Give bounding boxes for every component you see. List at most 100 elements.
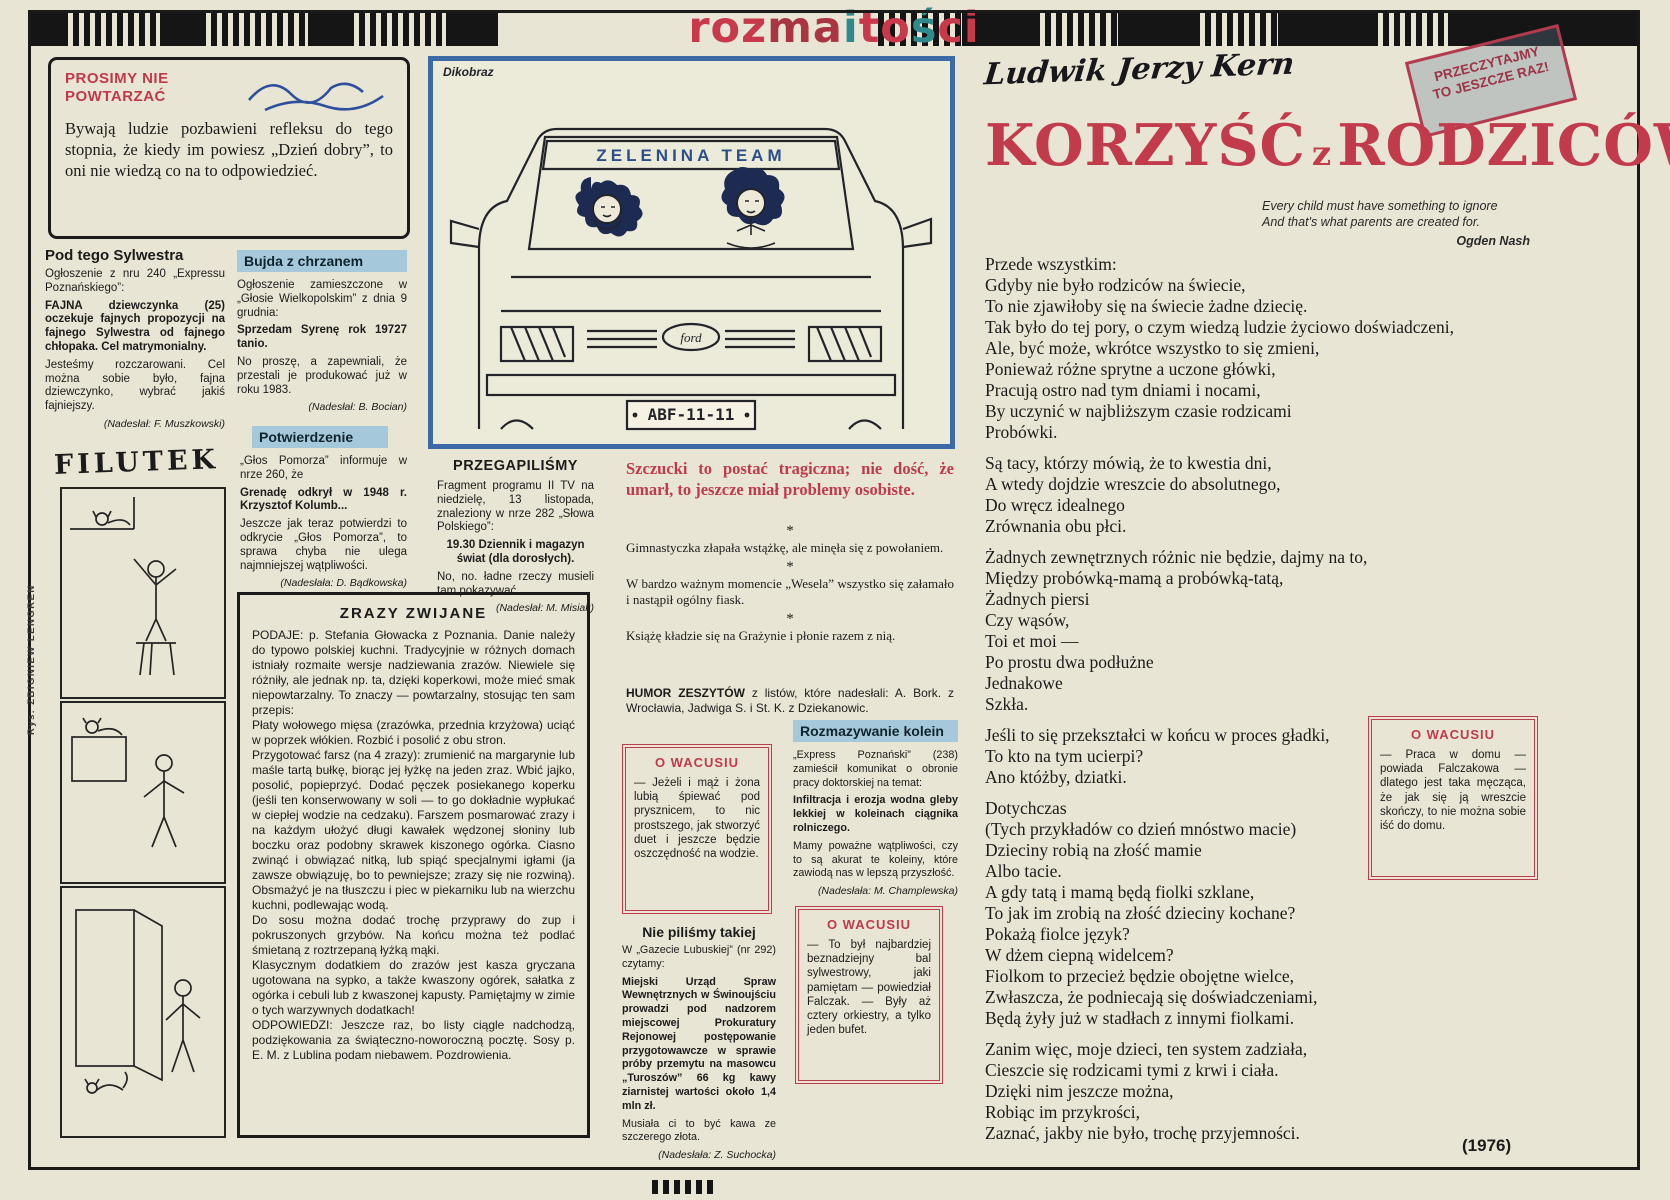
humor-item: Książę kładzie się na Grażynie i płonie …	[626, 612, 954, 644]
masthead-letter: o	[710, 3, 742, 53]
poem-line: Ano któżby, dziatki.	[985, 767, 1127, 787]
article-title: KORZYŚĆzRODZICÓW	[985, 112, 1670, 179]
pod-tego-credit: (Nadesłał: F. Muszkowski)	[103, 417, 225, 430]
szczucki-blurb: Szczucki to postać tragiczna; nie dość, …	[626, 459, 954, 499]
potwierdzenie-section: Potwierdzenie „Głos Pomorza” informuje w…	[240, 426, 407, 589]
poem-line: Dzieciny robią na złość mamie	[985, 840, 1202, 860]
poem: Przede wszystkim:Gdyby nie było rodziców…	[985, 254, 1545, 1144]
cartoon-frame: Dikobraz	[428, 56, 955, 449]
wacusiu-box-3: O WACUSIU — Praca w domu — powiada Falcz…	[1368, 716, 1538, 880]
poem-line: Są tacy, którzy mówią, że to kwestia dni…	[985, 453, 1272, 473]
humor-item: Gimnastyczka złapała wstążkę, ale minęła…	[626, 524, 954, 556]
barcode-stripes	[354, 10, 446, 46]
masthead-letter: ś	[910, 3, 938, 53]
zrazy-body: PODAJE: p. Stefania Głowacka z Poznania.…	[252, 628, 575, 1062]
rozmazywanie-section: Rozmazywanie kolein „Express Poznański” …	[793, 720, 958, 897]
ford-badge: ford	[680, 330, 702, 345]
poem-line: Zaznać, jakby nie było, trochę przyjemno…	[985, 1123, 1300, 1143]
wacusiu-body: — To był najbardziej beznadziejny bal sy…	[807, 939, 931, 1037]
article-title-part: z	[1311, 134, 1332, 174]
bujda-paragraph: Ogłoszenie zamieszczone w „Głosie Wielko…	[237, 279, 407, 319]
poem-line: Jednakowe	[985, 673, 1063, 693]
masthead-letter: i	[963, 3, 980, 53]
poem-line: W dżem ciepną widelcem?	[985, 945, 1174, 965]
nie-pilismy-paragraph: Musiała ci to być kawa ze szczerego złot…	[622, 1117, 776, 1144]
epigraph: Every child must have something to ignor…	[1262, 198, 1530, 249]
zrazy-box: ZRAZY ZWIJANE PODAJE: p. Stefania Głowac…	[237, 592, 590, 1138]
poem-line: A gdy tatą i mamą będą fiolki szklane,	[985, 882, 1255, 902]
rozmazywanie-credit: (Nadesłała: M. Champlewska)	[817, 885, 958, 898]
poem-line: Albo tacie.	[985, 861, 1062, 881]
epigraph-line: And that's what parents are created for.	[1262, 215, 1481, 229]
comic-artist-credit: Rys. ZBIGNIEW LENGREN	[26, 584, 37, 735]
year-label: (1976)	[1462, 1136, 1512, 1155]
masthead-title: rozmaitości	[28, 3, 1640, 53]
poem-line: Zwłaszcza, że podniecają się doświadczen…	[985, 987, 1318, 1007]
poem-line: Gdyby nie było rodziców na świecie,	[985, 275, 1246, 295]
masthead-letter: m	[767, 3, 813, 53]
pod-tego-section: Pod tego Sylwestra Ogłoszenie z nru 240 …	[45, 247, 225, 430]
bujda-credit: (Nadesłał: B. Bocian)	[308, 401, 407, 414]
poem-line	[985, 537, 1545, 547]
wacusiu-box-2: O WACUSIU — To był najbardziej beznadzie…	[795, 906, 943, 1084]
barcode-stripes	[1040, 10, 1118, 46]
poem-line: By uczynić w najbliższym czasie rodzicam…	[985, 401, 1292, 421]
poem-line: Pokażą fiolce język?	[985, 924, 1130, 944]
poem-line: Dotychczas	[985, 798, 1067, 818]
rozmazywanie-paragraph: Mamy poważne wątpliwości, czy to są akur…	[793, 839, 958, 880]
przegapilismy-paragraph: 19.30 Dziennik i magazyn świat (dla doro…	[446, 539, 585, 565]
przegapilismy-paragraph: No, no. ładne rzeczy musieli tam pokazyw…	[437, 570, 594, 597]
barcode-stripes	[1200, 10, 1278, 46]
wacusiu-box-1: O WACUSIU — Jeżeli i mąż i żona lubią śp…	[622, 744, 772, 914]
poem-line	[985, 443, 1545, 453]
poem-line: Do wręcz idealnego	[985, 495, 1125, 515]
potwierdzenie-paragraph: „Głos Pomorza” informuje w nrze 260, że	[240, 455, 407, 481]
potwierdzenie-paragraph: Grenadę odkrył w 1948 r. Krzysztof Kolum…	[240, 486, 407, 513]
poem-line: (Tych przykładów co dzień mnóstwo macie)	[985, 819, 1297, 839]
pod-tego-heading: Pod tego Sylwestra	[45, 247, 184, 264]
poem-line: A wtedy dojdzie wreszcie do absolutnego,	[985, 474, 1281, 494]
potwierdzenie-heading: Potwierdzenie	[252, 426, 388, 448]
bujda-paragraph: Sprzedam Syrenę rok 19727 tanio.	[237, 324, 407, 351]
masthead-gap	[498, 10, 878, 46]
poem-line: Robiąc im przykrości,	[985, 1102, 1141, 1122]
comic-panel-2	[60, 701, 226, 884]
epigraph-author: Ogden Nash	[1456, 234, 1530, 248]
nie-pilismy-section: Nie piliśmy takiej W „Gazecie Lubuskiej”…	[622, 924, 776, 1161]
pod-tego-paragraph: Ogłoszenie z nru 240 „Expressu Poznański…	[45, 268, 225, 294]
nie-pilismy-paragraph: Miejski Urząd Spraw Wewnętrznych w Świno…	[622, 975, 776, 1112]
pod-tego-paragraph: Jesteśmy rozczarowani. Cel można sobie b…	[45, 358, 225, 413]
license-plate: ABF-11-11	[648, 405, 735, 424]
humor-list: Gimnastyczka złapała wstążkę, ale minęła…	[626, 520, 954, 644]
poem-line: Szkła.	[985, 694, 1029, 714]
poem-line: To kto na tym ucierpi?	[985, 746, 1144, 766]
poem-line: Probówki.	[985, 422, 1058, 442]
signature-doodle-icon	[248, 82, 384, 112]
masthead-letter: c	[937, 3, 964, 53]
wacusiu-body: — Praca w domu — powiada Falczakowa — dl…	[1380, 749, 1526, 833]
rozmazywanie-heading: Rozmazywanie kolein	[793, 720, 958, 742]
bujda-paragraph: No proszę, a zapewniali, że przestali je…	[237, 355, 407, 396]
comic-panel-3	[60, 886, 226, 1138]
poem-line: Ale, być może, wkrótce wszystko to się z…	[985, 338, 1320, 358]
masthead-letter: t	[858, 3, 881, 53]
pod-tego-paragraph: FAJNA dziewczynka (25) oczekuje fajnych …	[45, 299, 225, 353]
poem-line: Toi et moi —	[985, 631, 1079, 651]
poem-line: Zanim więc, moje dzieci, ten system zadz…	[985, 1039, 1308, 1059]
filutek-logo: FILUTEK	[53, 444, 220, 481]
car-cartoon-drawing: ZELENINA TEAM ford ABF-11-11	[449, 127, 933, 431]
article-title-part: RODZICÓW	[1337, 112, 1670, 179]
poem-line: Będą żyły już w stadłach z innymi fiolka…	[985, 1008, 1295, 1028]
poem-line: Fiolkom to przecież będzie obojętne wiel…	[985, 966, 1295, 986]
poem-line: Pracują ostro nad tym dniami i nocami,	[985, 380, 1261, 400]
potwierdzenie-paragraph: Jeszcze jak teraz potwierdzi to odkrycie…	[240, 518, 407, 572]
poem-line: Ponieważ różne sprytne a uczone główki,	[985, 359, 1276, 379]
przegapilismy-paragraph: Fragment programu II TV na niedzielę, 13…	[437, 480, 594, 534]
masthead-letter: r	[688, 3, 711, 53]
poem-line: Tak było do tej pory, o czym wiedzą ludz…	[985, 317, 1455, 337]
bujda-section: Bujda z chrzanem Ogłoszenie zamieszczone…	[237, 250, 407, 413]
zrazy-title: ZRAZY ZWIJANE	[339, 605, 488, 622]
masthead-letter: o	[880, 3, 911, 53]
masthead-letter: i	[842, 3, 859, 53]
